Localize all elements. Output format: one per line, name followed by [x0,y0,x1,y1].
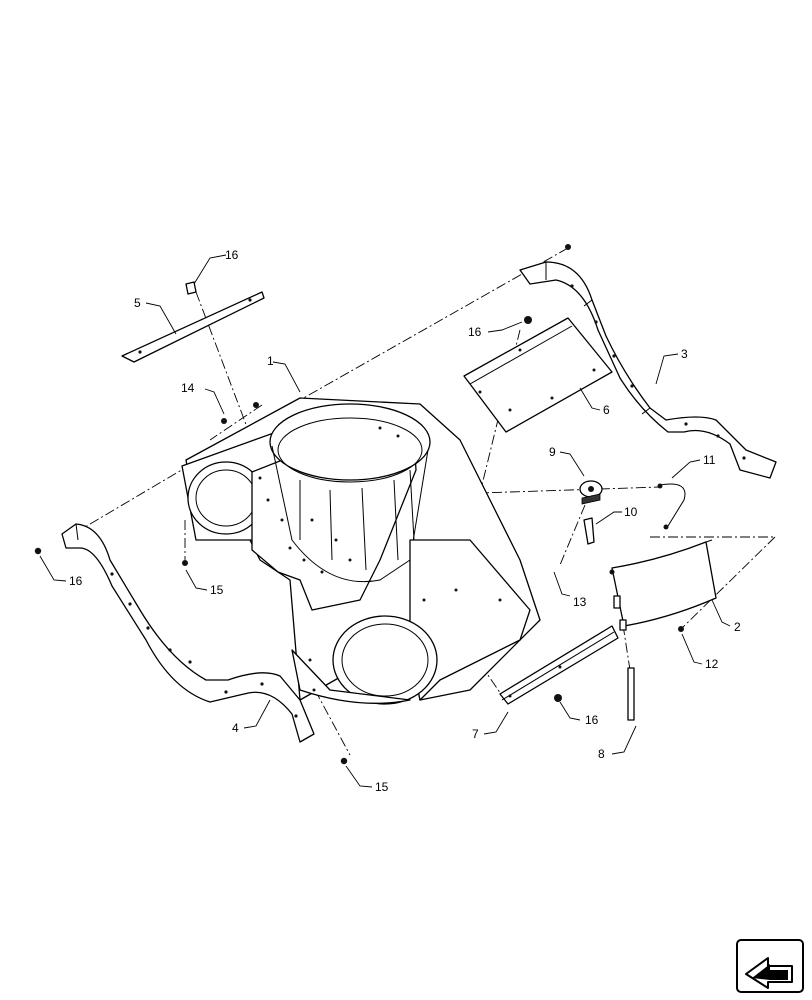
callout-16b: 16 [468,325,482,339]
callout-16c: 16 [69,574,83,588]
part-7-strip [499,625,619,705]
part-2-cover [609,539,717,631]
fasteners [182,560,684,765]
callout-3: 3 [681,347,688,361]
callout-10: 10 [624,505,638,519]
part-6-plate [463,316,613,433]
callout-9: 9 [549,445,556,459]
part-8-rod [627,667,635,721]
callout-15b: 15 [375,780,389,794]
callout-12: 12 [705,657,719,671]
callout-15a: 15 [210,583,224,597]
callout-8: 8 [598,747,605,761]
callout-labels: 1 2 3 4 5 6 7 8 9 10 11 12 13 14 15 15 1… [69,248,741,794]
callout-5: 5 [134,296,141,310]
callout-7: 7 [472,727,479,741]
callout-13: 13 [573,595,587,609]
part-3-channel [519,244,777,479]
callout-14: 14 [181,381,195,395]
hardware-group [579,480,686,545]
part-4-channel [34,523,315,743]
callout-6: 6 [603,403,610,417]
part-1-housing [181,397,541,705]
callout-16a: 16 [225,248,239,262]
part-5-plate [121,281,265,363]
callout-1: 1 [267,354,274,368]
callout-2: 2 [734,620,741,634]
callout-4: 4 [232,721,239,735]
leader-lines [39,254,731,788]
callout-11: 11 [703,453,716,467]
next-page-arrow-icon[interactable] [736,939,804,993]
callout-16d: 16 [585,713,599,727]
